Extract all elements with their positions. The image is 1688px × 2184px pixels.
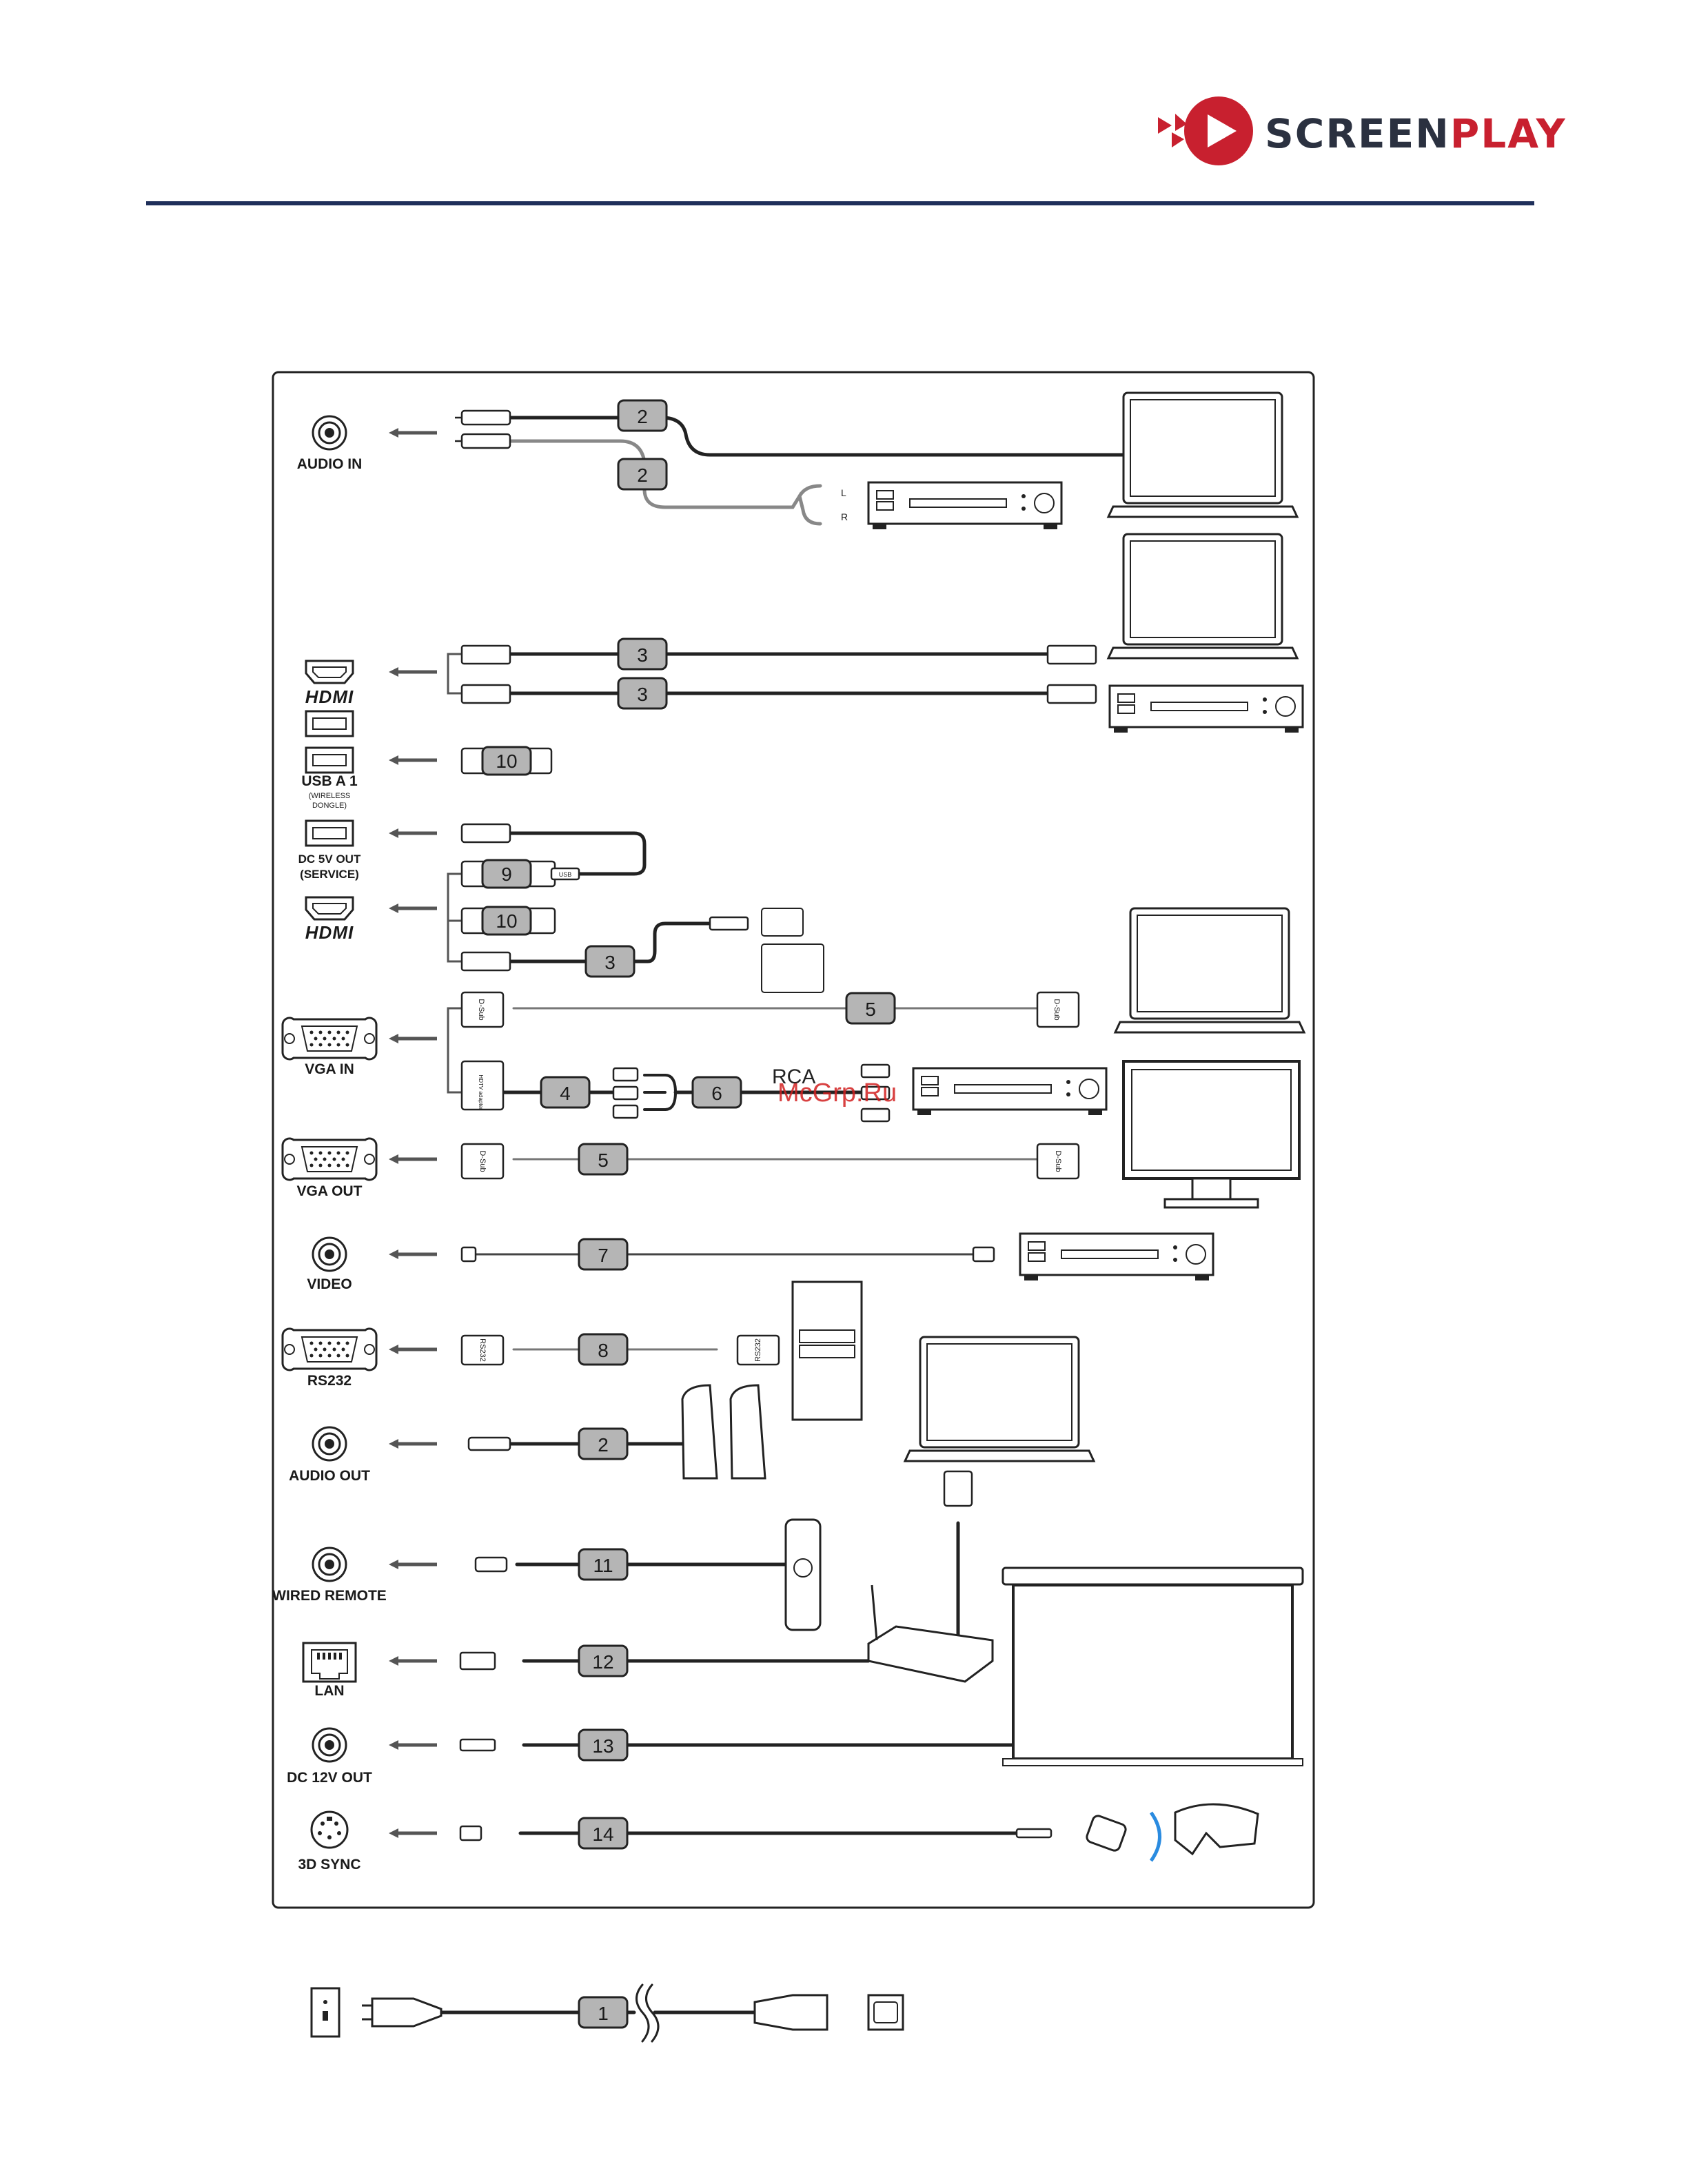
dvd-player-icon — [868, 482, 1061, 529]
cable-tags: 2 2 3 3 10 9 10 3 5 4 6 5 7 8 2 11 12 13… — [482, 400, 895, 2028]
hdmi-port-icon — [306, 897, 353, 919]
port-label: HDMI — [305, 922, 354, 943]
port-sublabel: DONGLE) — [312, 802, 347, 810]
usb-service-port-icon — [306, 821, 353, 846]
svg-text:6: 6 — [711, 1083, 722, 1104]
port-label: DC 12V OUT — [287, 1770, 372, 1786]
svg-text:R: R — [841, 511, 848, 522]
port-label: DC 5V OUT — [298, 853, 361, 866]
svg-text:10: 10 — [496, 910, 517, 932]
svg-text:4: 4 — [560, 1083, 571, 1104]
dvd-player-icon — [1020, 1234, 1213, 1280]
svg-text:D-Sub: D-Sub — [478, 1150, 487, 1172]
svg-text:L: L — [841, 487, 846, 498]
svg-text:RS232: RS232 — [754, 1338, 762, 1362]
port-label: WIRED REMOTE — [272, 1588, 387, 1604]
svg-text:3: 3 — [637, 644, 648, 666]
watermark: McGrp.Ru — [777, 1079, 897, 1108]
port-label: VGA OUT — [297, 1183, 363, 1199]
svg-text:7: 7 — [598, 1245, 609, 1266]
svg-text:8: 8 — [598, 1340, 609, 1361]
svg-text:D-Sub: D-Sub — [1054, 1150, 1062, 1172]
rs232-port-icon — [283, 1329, 376, 1370]
3d-sync-port-icon — [312, 1812, 347, 1848]
remote-control-icon — [786, 1520, 820, 1630]
dvd-player-icon — [1110, 686, 1303, 733]
audio-out-port-icon — [313, 1427, 346, 1460]
port-label: AUDIO IN — [297, 456, 363, 472]
port-label: VGA IN — [305, 1061, 354, 1077]
svg-text:3: 3 — [637, 684, 648, 705]
video-port-icon — [313, 1238, 346, 1271]
port-sublabel: (WIRELESS — [309, 792, 351, 800]
monitor-icon — [1123, 1061, 1299, 1207]
port-label: VIDEO — [307, 1276, 352, 1292]
vga-out-port-icon — [283, 1139, 376, 1180]
svg-text:2: 2 — [637, 406, 648, 427]
vga-in-port-icon — [283, 1018, 376, 1059]
3d-emitter-icon — [1086, 1813, 1160, 1861]
lan-port-icon — [303, 1643, 356, 1682]
cable-lines — [441, 418, 1123, 2041]
port-label: RS232 — [307, 1373, 352, 1389]
wall-outlet-icon — [312, 1988, 339, 2037]
svg-text:14: 14 — [592, 1824, 613, 1845]
audio-in-port-icon — [313, 416, 346, 449]
svg-text:11: 11 — [593, 1555, 613, 1576]
svg-text:2: 2 — [598, 1434, 609, 1456]
svg-text:10: 10 — [496, 751, 517, 772]
dvd-player-icon — [913, 1068, 1106, 1115]
port-label: HDMI — [305, 686, 354, 707]
svg-text:12: 12 — [592, 1651, 613, 1673]
wired-remote-port-icon — [313, 1548, 346, 1581]
laptop-icon — [905, 1337, 1094, 1461]
laptop-icon — [1108, 393, 1297, 517]
tablet-icon — [762, 908, 824, 992]
hdmi-usb-port-icon — [306, 711, 353, 736]
port-label: USB A 1 — [301, 773, 358, 789]
svg-text:2: 2 — [637, 465, 648, 486]
svg-text:9: 9 — [501, 864, 512, 885]
speakers-icon — [682, 1385, 765, 1478]
svg-text:HDTV adapter: HDTV adapter — [478, 1074, 484, 1110]
svg-text:RS232: RS232 — [478, 1338, 487, 1362]
dc12v-port-icon — [313, 1728, 346, 1762]
svg-text:USB: USB — [559, 871, 572, 878]
arrow-icons — [389, 428, 437, 1838]
svg-text:5: 5 — [865, 999, 876, 1020]
hdmi-port-icon — [306, 661, 353, 683]
svg-text:3: 3 — [604, 952, 616, 973]
svg-text:13: 13 — [592, 1735, 613, 1757]
port-label: AUDIO OUT — [289, 1468, 370, 1484]
port-sublabel: (SERVICE) — [300, 868, 359, 881]
svg-text:1: 1 — [598, 2003, 609, 2024]
3d-glasses-icon — [1175, 1804, 1258, 1854]
usb-port-icon — [306, 748, 353, 773]
laptop-icon — [1108, 534, 1297, 658]
cable-plugs — [455, 411, 1096, 1840]
laptop-icon — [1115, 908, 1304, 1032]
port-label: LAN — [314, 1683, 344, 1699]
pc-tower-icon — [793, 1282, 862, 1420]
svg-text:D-Sub: D-Sub — [1053, 999, 1061, 1020]
svg-text:5: 5 — [598, 1150, 609, 1171]
projection-screen-icon — [1003, 1568, 1303, 1766]
iec-connector-icon — [755, 1995, 903, 2030]
power-plug-icon — [362, 1999, 441, 2026]
svg-text:D-Sub: D-Sub — [477, 999, 485, 1020]
router-icon — [868, 1585, 993, 1682]
port-label: 3D SYNC — [298, 1857, 360, 1872]
